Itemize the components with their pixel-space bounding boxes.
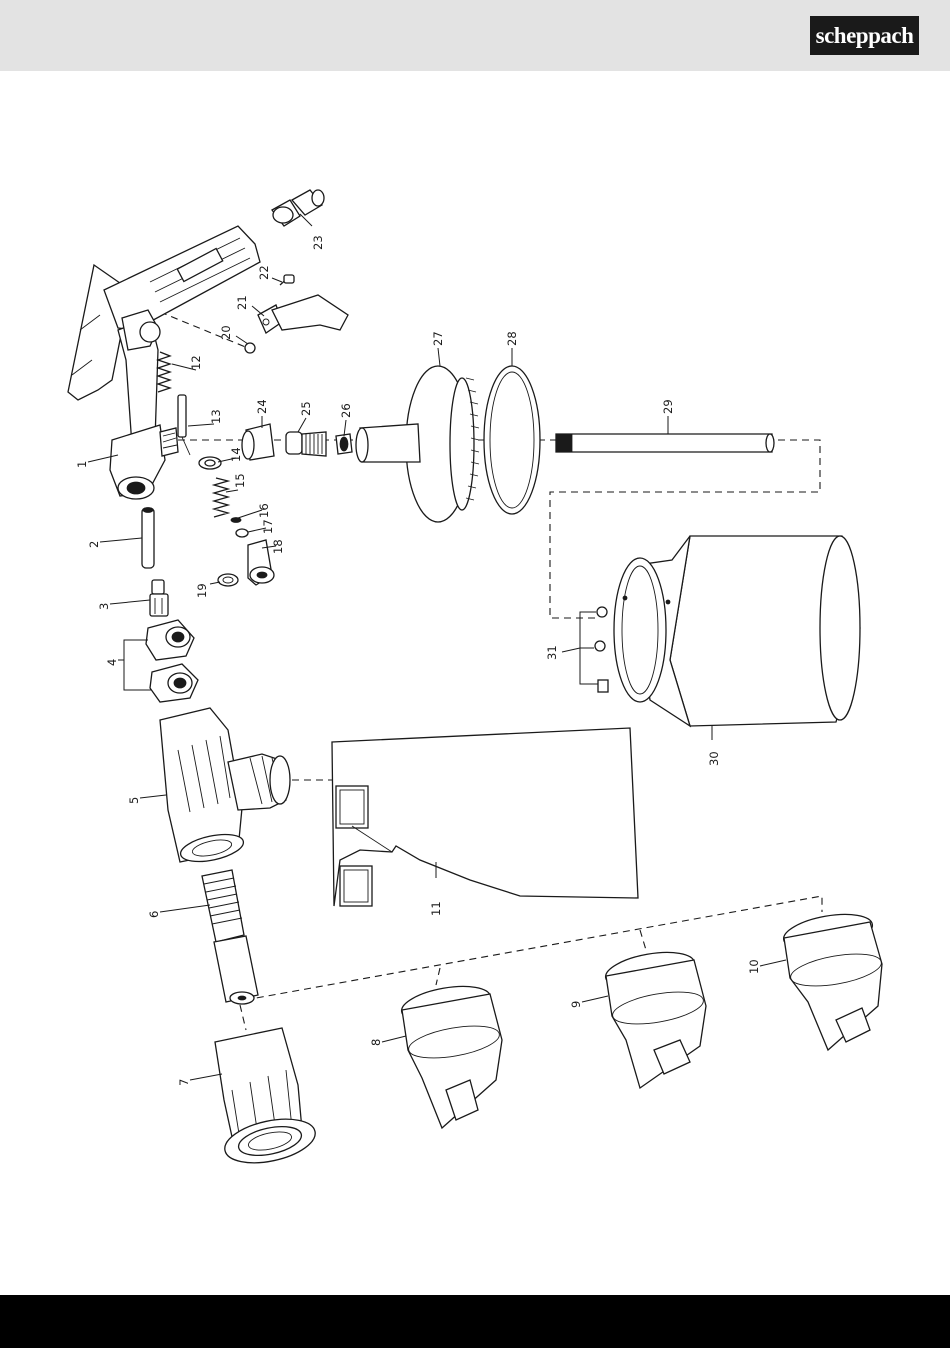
label-9: 9: [569, 1001, 583, 1008]
part-17-seal: [236, 529, 248, 537]
part-3-nozzle-insert: [150, 580, 168, 616]
part-29-suction-tube: [556, 434, 774, 452]
part-31-screws: [580, 607, 608, 692]
part-12-spring: [158, 352, 170, 392]
label-26: 26: [339, 403, 353, 418]
label-12: 12: [189, 355, 203, 370]
label-31: 31: [545, 645, 559, 660]
part-22-pin: [280, 275, 294, 285]
label-25: 25: [299, 401, 313, 416]
label-4: 4: [105, 659, 119, 666]
label-20: 20: [219, 325, 233, 340]
label-18: 18: [271, 539, 285, 554]
label-27: 27: [431, 331, 445, 346]
part-19-o-ring: [218, 574, 238, 586]
part-9-nozzle: [603, 946, 706, 1088]
label-19: 19: [195, 583, 209, 598]
label-17: 17: [261, 519, 275, 534]
part-23-air-connector: [272, 190, 324, 226]
label-8: 8: [369, 1039, 383, 1046]
label-2: 2: [87, 541, 101, 548]
footer-bar: [0, 1295, 950, 1348]
label-15: 15: [233, 473, 247, 488]
part-13-needle: [178, 395, 190, 455]
label-7: 7: [177, 1079, 191, 1086]
part-26-nut: [336, 434, 352, 454]
part-16-clip: [231, 518, 241, 523]
part-27-lid: [356, 366, 479, 522]
label-5: 5: [127, 797, 141, 804]
label-3: 3: [97, 603, 111, 610]
label-11: 11: [429, 901, 443, 916]
part-7-nozzle: [215, 1028, 319, 1170]
part-21-trigger: [245, 295, 348, 353]
label-29: 29: [661, 399, 675, 414]
part-30-container: [614, 536, 860, 726]
part-4-nuts: [146, 620, 198, 702]
part-10-nozzle: [781, 908, 884, 1050]
label-21: 21: [235, 295, 249, 310]
part-25-connector: [286, 432, 326, 456]
label-10: 10: [747, 959, 761, 974]
label-1: 1: [75, 461, 89, 468]
label-13: 13: [209, 409, 223, 424]
part-24-nut: [242, 424, 274, 460]
label-22: 22: [257, 265, 271, 280]
label-24: 24: [255, 399, 269, 414]
part-6-threaded-connector: [202, 870, 258, 1004]
part-15-spring: [214, 478, 228, 517]
label-14: 14: [229, 447, 243, 462]
part-11-bag: [332, 728, 638, 906]
part-5-mixing-head: [160, 708, 290, 866]
part-28-gasket: [484, 366, 540, 514]
label-6: 6: [147, 911, 161, 918]
label-16: 16: [257, 503, 271, 518]
part-2-tube: [142, 508, 154, 569]
label-30: 30: [707, 751, 721, 766]
label-23: 23: [311, 235, 325, 250]
part-8-nozzle: [399, 980, 502, 1128]
label-28: 28: [505, 331, 519, 346]
